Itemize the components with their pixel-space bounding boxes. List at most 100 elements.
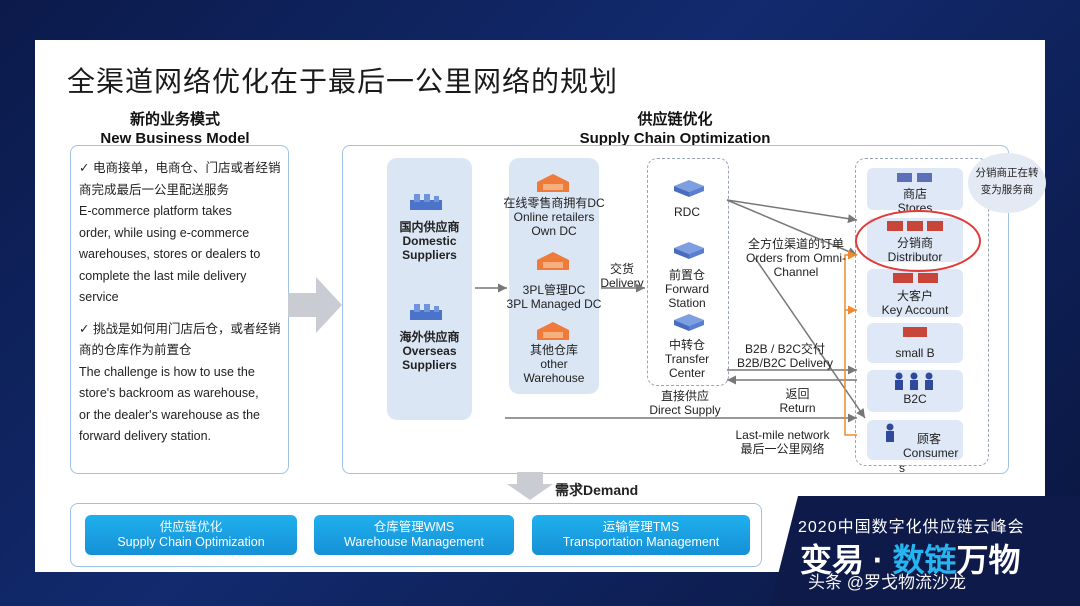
slogan-b: 数链 (892, 542, 957, 578)
b2b-en: B2B/B2C Delivery (736, 356, 834, 370)
small-b-icon (903, 327, 927, 337)
bullet-1: ✓ 电商接单，电商仓、门店或者经销 商完成最后一公里配送服务 E-commerc… (79, 158, 297, 309)
other-warehouse-cn: 其他仓库 (529, 343, 578, 357)
people-icon (895, 372, 933, 390)
bullet-1-cn1: 电商接单，电商仓、门店或者经销 (92, 161, 281, 175)
supply-chain-optimization-pill: 供应链优化 Supply Chain Optimization (85, 515, 297, 555)
key-account-cn: 大客户 (896, 289, 933, 303)
pill-3-cn: 运输管理TMS (602, 520, 680, 534)
consumer-en1: Consumer (903, 446, 959, 460)
distributor-cn: 分销商 (896, 236, 933, 250)
b2c-label: B2C (903, 392, 927, 406)
store-icon (897, 173, 932, 182)
consumer-label: 顾客 Consumer (903, 432, 965, 460)
bullet-1-en1: E-commerce platform takes (79, 204, 232, 218)
server-icon (674, 180, 704, 197)
bullet-2-en4: forward delivery station. (79, 429, 212, 443)
online-dc-cn: 在线零售商拥有DC (503, 196, 605, 210)
transfer-en1: Transfer (664, 352, 710, 366)
forward-cn: 前置仓 (668, 268, 705, 282)
direct-supply-label: 直接供应 Direct Supply (640, 389, 730, 417)
return-en: Return (779, 401, 816, 415)
small-b-label: small B (895, 346, 935, 360)
forward-en1: Forward (664, 282, 709, 296)
factory-icon (410, 194, 442, 210)
right-heading-cn: 供应链优化 (637, 111, 713, 128)
left-heading-en: New Business Model (100, 130, 250, 147)
pill-1-en: Supply Chain Optimization (117, 535, 265, 549)
business-model-bullets: ✓ 电商接单，电商仓、门店或者经销 商完成最后一公里配送服务 E-commerc… (79, 158, 297, 458)
warehouse-icon (537, 174, 569, 192)
event-name: 2020中国数字化供应链云峰会 (798, 519, 1025, 536)
bullet-1-cn2: 商完成最后一公里配送服务 (79, 182, 230, 197)
key-account-icon (893, 273, 938, 283)
bullet-1-en3: warehouses, stores or dealers to (79, 247, 261, 261)
last-mile-cn: 最后一公里网络 (740, 442, 825, 456)
check-icon: ✓ (79, 161, 90, 175)
key-account-label: 大客户 Key Account (867, 289, 963, 317)
omni-cn: 全方位渠道的订单 (747, 237, 844, 251)
bullet-2-cn1: 挑战是如何用门店后仓，或者经销 (92, 321, 281, 336)
event-slogan: 变易 · 数链万物 (800, 542, 1021, 578)
key-account-en: Key Account (881, 303, 949, 317)
last-mile-en: Last-mile network (735, 428, 830, 442)
consumer-cn: 顾客 (917, 432, 942, 446)
other-warehouse-en2: Warehouse (523, 371, 585, 385)
wms-pill: 仓库管理WMS Warehouse Management (314, 515, 514, 555)
bullet-2-cn2: 商的仓库作为前置仓 (79, 343, 192, 357)
last-mile-label: Last-mile network 最后一公里网络 (725, 428, 840, 456)
bullet-2-en2: store's backroom as warehouse, (79, 386, 259, 400)
direct-cn: 直接供应 (660, 389, 709, 403)
transfer-cn: 中转仓 (668, 338, 705, 352)
transition-bubble: 分销商正在转 变为服务商 (968, 153, 1046, 213)
overseas-en1: Overseas (402, 344, 457, 358)
domestic-en1: Domestic (402, 234, 457, 248)
page-title: 全渠道网络优化在于最后一公里网络的规划 (67, 66, 619, 97)
delivery-cn: 交货 (609, 262, 634, 276)
3pl-dc-label: 3PL管理DC 3PL Managed DC (495, 283, 613, 311)
right-heading: 供应链优化 Supply Chain Optimization (555, 110, 795, 148)
warehouse-icon (537, 322, 569, 340)
transfer-en2: Center (668, 366, 706, 380)
warehouse-icon (537, 252, 569, 270)
b2b-b2c-delivery-label: B2B / B2C交付 B2B/B2C Delivery (730, 342, 840, 370)
bubble-line1: 分销商正在转 (975, 167, 1039, 179)
factory-icon (410, 304, 442, 320)
domestic-cn: 国内供应商 (399, 220, 460, 234)
bullet-1-en2: order, while using e-commerce (79, 225, 250, 240)
distributor-en: Distributor (887, 250, 943, 264)
online-dc-en1: Online retailers (513, 210, 595, 224)
brand-corner-bg (770, 496, 1080, 606)
pill-2-cn: 仓库管理WMS (373, 520, 455, 534)
stores-box (867, 168, 963, 210)
forward-en2: Station (668, 296, 706, 310)
bullet-2-en1: The challenge is how to use the (79, 364, 255, 379)
overseas-cn: 海外供应商 (399, 330, 460, 344)
omni-channel-label: 全方位渠道的订单 Orders from Omni- Channel (735, 237, 857, 279)
consumer-en2: s (899, 461, 905, 475)
3pl-dc-en: 3PL Managed DC (506, 297, 602, 311)
check-icon: ✓ (79, 321, 90, 336)
3pl-dc-cn: 3PL管理DC (522, 283, 586, 297)
bullet-2: ✓ 挑战是如何用门店后仓，或者经销 商的仓库作为前置仓 The challeng… (79, 319, 297, 448)
return-cn: 返回 (785, 387, 810, 401)
left-heading-cn: 新的业务模式 (129, 111, 220, 128)
slide: 全渠道网络优化在于最后一公里网络的规划 新的业务模式 New Business … (35, 40, 1046, 572)
domestic-en2: Suppliers (402, 248, 457, 262)
slogan-c: 万物 (956, 542, 1021, 578)
omni-en1: Orders from Omni- (745, 251, 846, 265)
return-label: 返回 Return (770, 387, 825, 415)
right-heading-en: Supply Chain Optimization (579, 130, 771, 147)
bullet-1-en5: service (79, 290, 119, 304)
bullet-1-en4: complete the last mile delivery (79, 268, 247, 283)
down-arrow-icon (507, 472, 553, 500)
left-heading: 新的业务模式 New Business Model (80, 110, 270, 148)
forward-station-label: 前置仓 Forward Station (647, 268, 727, 310)
transfer-center-label: 中转仓 Transfer Center (647, 338, 727, 380)
server-icon (674, 242, 704, 259)
other-warehouse-label: 其他仓库 other Warehouse (509, 343, 599, 385)
rdc-label: RDC (674, 205, 700, 219)
stores-cn: 商店 (902, 187, 927, 201)
highlight-circle (855, 210, 981, 272)
dc-column (509, 158, 599, 394)
